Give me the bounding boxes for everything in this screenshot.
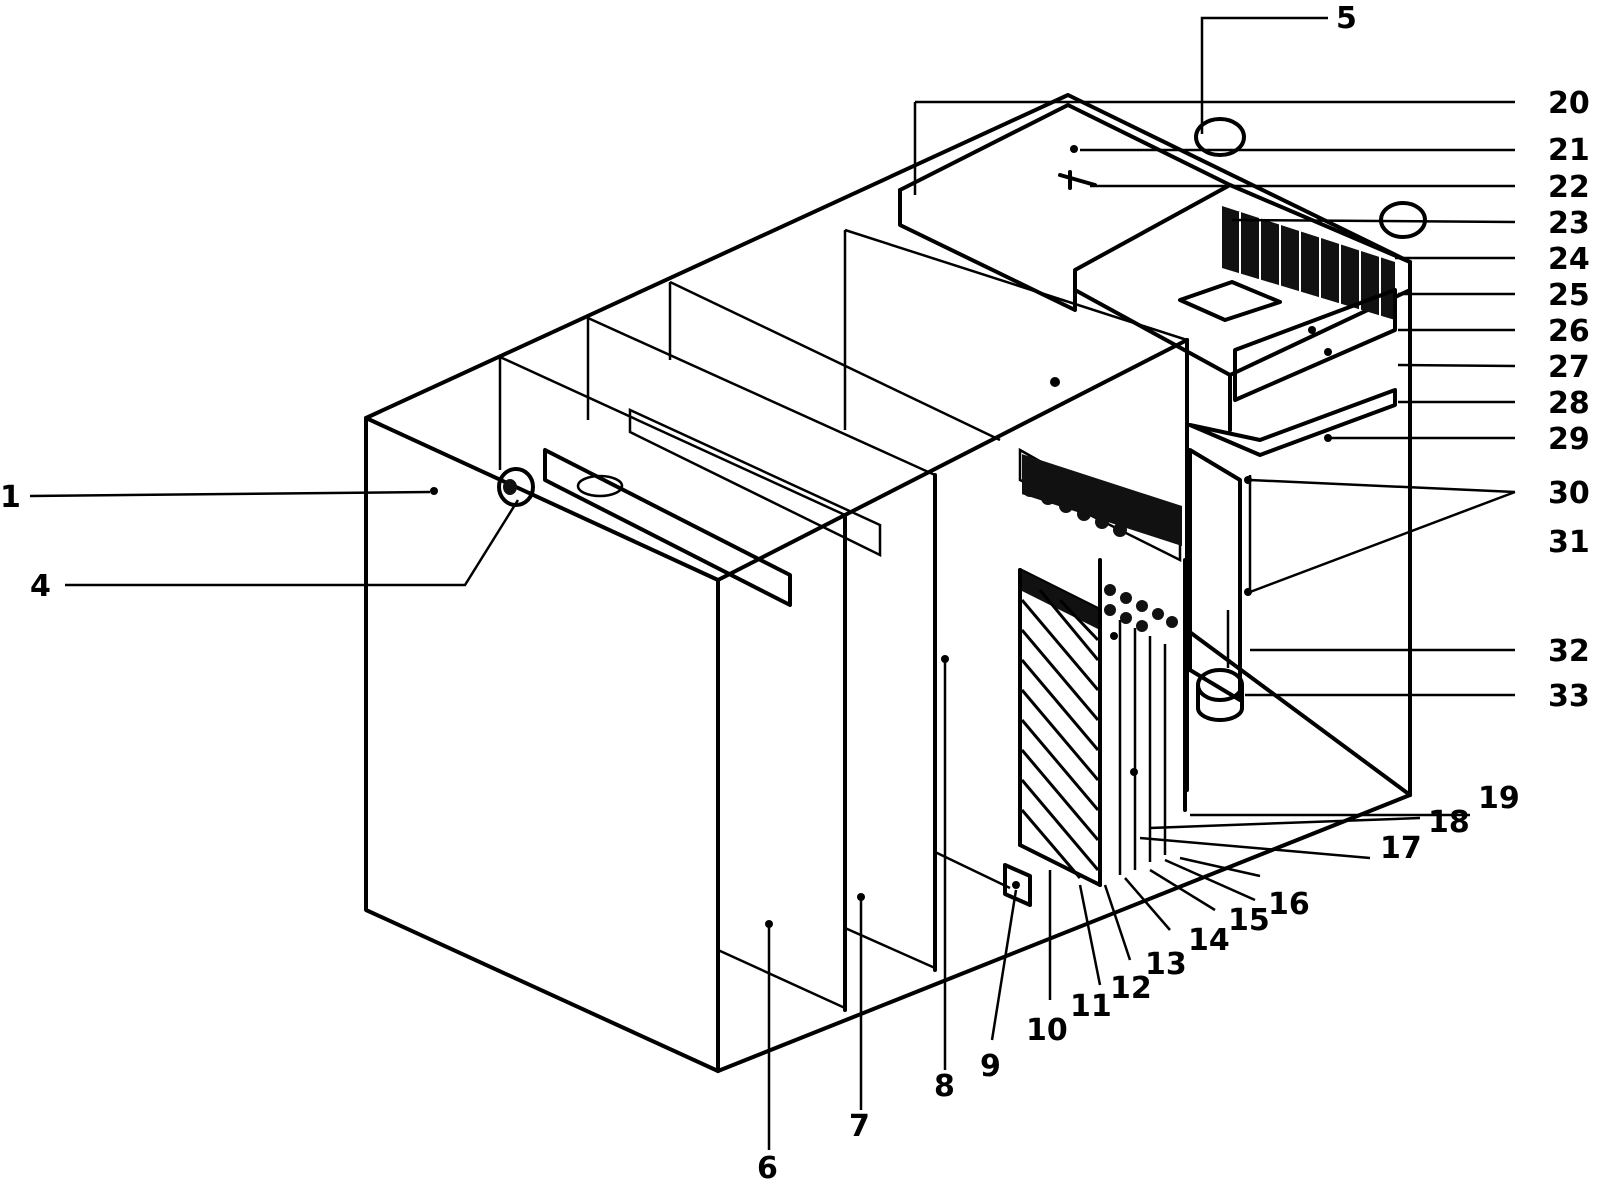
label-16: 16 — [1268, 887, 1310, 922]
label-22: 22 — [1548, 170, 1590, 205]
label-14: 14 — [1188, 923, 1230, 958]
label-25: 25 — [1548, 278, 1590, 313]
label-17: 17 — [1380, 831, 1422, 866]
label-30: 30 — [1548, 476, 1590, 511]
weir-plates — [543, 408, 882, 607]
label-33: 33 — [1548, 679, 1590, 714]
column-unit — [1188, 388, 1397, 722]
label-28: 28 — [1548, 386, 1590, 421]
label-4: 4 — [30, 569, 51, 604]
label-13: 13 — [1145, 947, 1187, 982]
label-21: 21 — [1548, 133, 1590, 168]
label-6: 6 — [757, 1151, 778, 1186]
label-12: 12 — [1110, 971, 1152, 1006]
label-10: 10 — [1026, 1013, 1068, 1048]
label-26: 26 — [1548, 314, 1590, 349]
label-27: 27 — [1548, 350, 1590, 385]
inlet-port — [497, 467, 535, 507]
label-18: 18 — [1428, 805, 1470, 840]
label-1: 1 — [0, 480, 21, 515]
leader-lines — [29, 16, 1516, 1150]
label-7: 7 — [849, 1109, 870, 1144]
label-31: 31 — [1548, 525, 1590, 560]
top-valve — [1058, 170, 1097, 190]
label-24: 24 — [1548, 242, 1590, 277]
reference-points — [430, 145, 1332, 928]
label-20: 20 — [1548, 86, 1590, 121]
label-8: 8 — [934, 1069, 955, 1104]
label-19: 19 — [1478, 781, 1520, 816]
label-11: 11 — [1070, 989, 1112, 1024]
main-tank — [364, 93, 1412, 1073]
label-32: 32 — [1548, 634, 1590, 669]
label-5: 5 — [1336, 1, 1357, 36]
media-packing — [1003, 447, 1187, 907]
label-15: 15 — [1228, 903, 1270, 938]
filter-module — [1178, 206, 1397, 402]
partition-walls — [498, 228, 1188, 1073]
label-29: 29 — [1548, 422, 1590, 457]
label-9: 9 — [980, 1049, 1001, 1084]
label-23: 23 — [1548, 206, 1590, 241]
